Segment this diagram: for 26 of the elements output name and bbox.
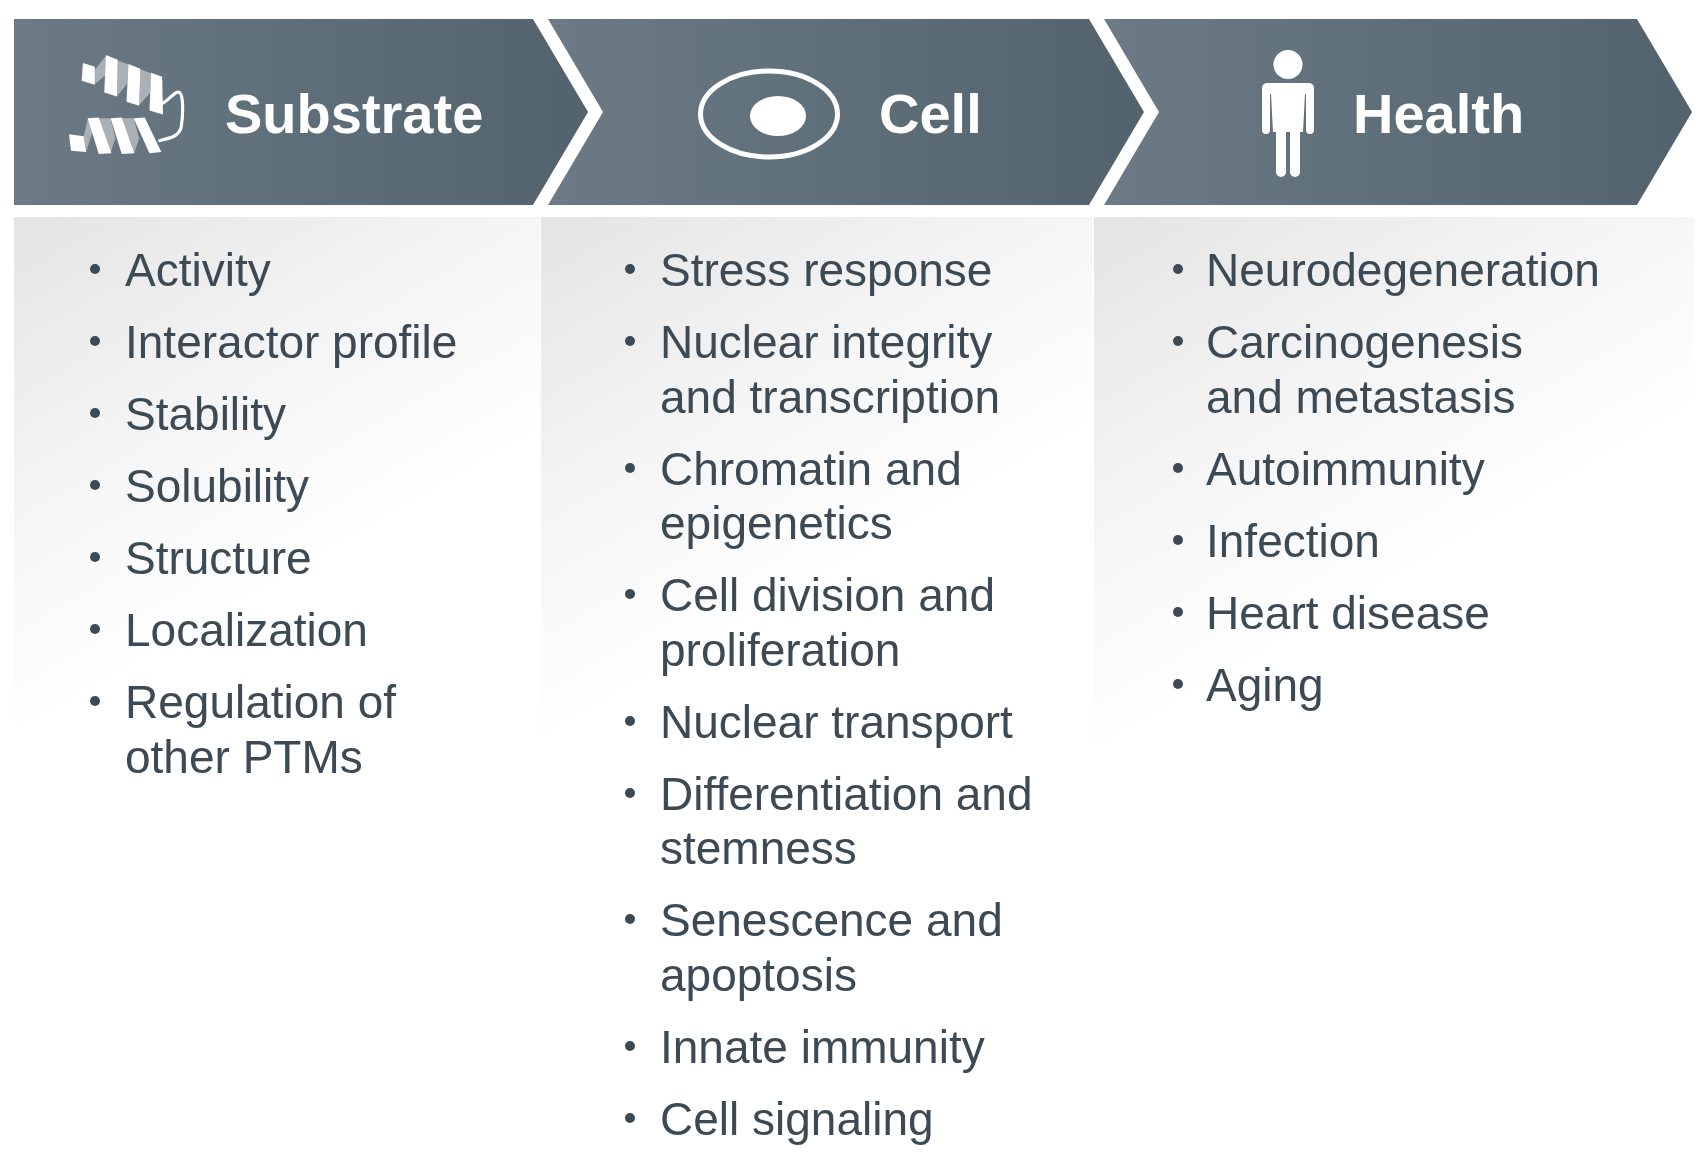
list-item-text: Cell signaling bbox=[660, 1091, 935, 1146]
list-item-text: Interactor profile bbox=[125, 315, 459, 370]
list-item-text: Solubility bbox=[125, 459, 311, 514]
list-item-text: Nuclear transport bbox=[660, 694, 1014, 749]
list-item-text: Activity bbox=[125, 243, 272, 298]
banner-title: Cell bbox=[879, 82, 982, 146]
list-item-text: Structure bbox=[125, 531, 313, 586]
list-item-text: Differentiation and stemness bbox=[660, 766, 1034, 876]
list-item-text: Neurodegeneration bbox=[1206, 243, 1601, 298]
list-item-text: Chromatin and epigenetics bbox=[660, 441, 963, 551]
list-item-text: Stability bbox=[125, 387, 288, 442]
chevron-banner bbox=[14, 19, 588, 205]
list-item-text: Carcinogenesis and metastasis bbox=[1206, 315, 1525, 424]
banner-title: Substrate bbox=[225, 82, 484, 146]
list-item-text: Autoimmunity bbox=[1206, 441, 1486, 496]
list-item-text: Regulation of other PTMs bbox=[125, 675, 398, 784]
list-item-text: Aging bbox=[1206, 657, 1325, 712]
list-item-text: Cell division and proliferation bbox=[660, 568, 996, 677]
list-item-text: Innate immunity bbox=[660, 1019, 986, 1074]
list-item-text: Infection bbox=[1206, 513, 1381, 568]
list-item-text: Nuclear integrity and transcription bbox=[660, 315, 1002, 424]
list-item-text: Localization bbox=[125, 603, 369, 658]
banner-title: Health bbox=[1353, 82, 1525, 146]
list-item-text: Stress response bbox=[660, 243, 994, 298]
list-item-text: Senescence and apoptosis bbox=[660, 893, 1004, 1002]
list-item-text: Heart disease bbox=[1206, 585, 1491, 640]
